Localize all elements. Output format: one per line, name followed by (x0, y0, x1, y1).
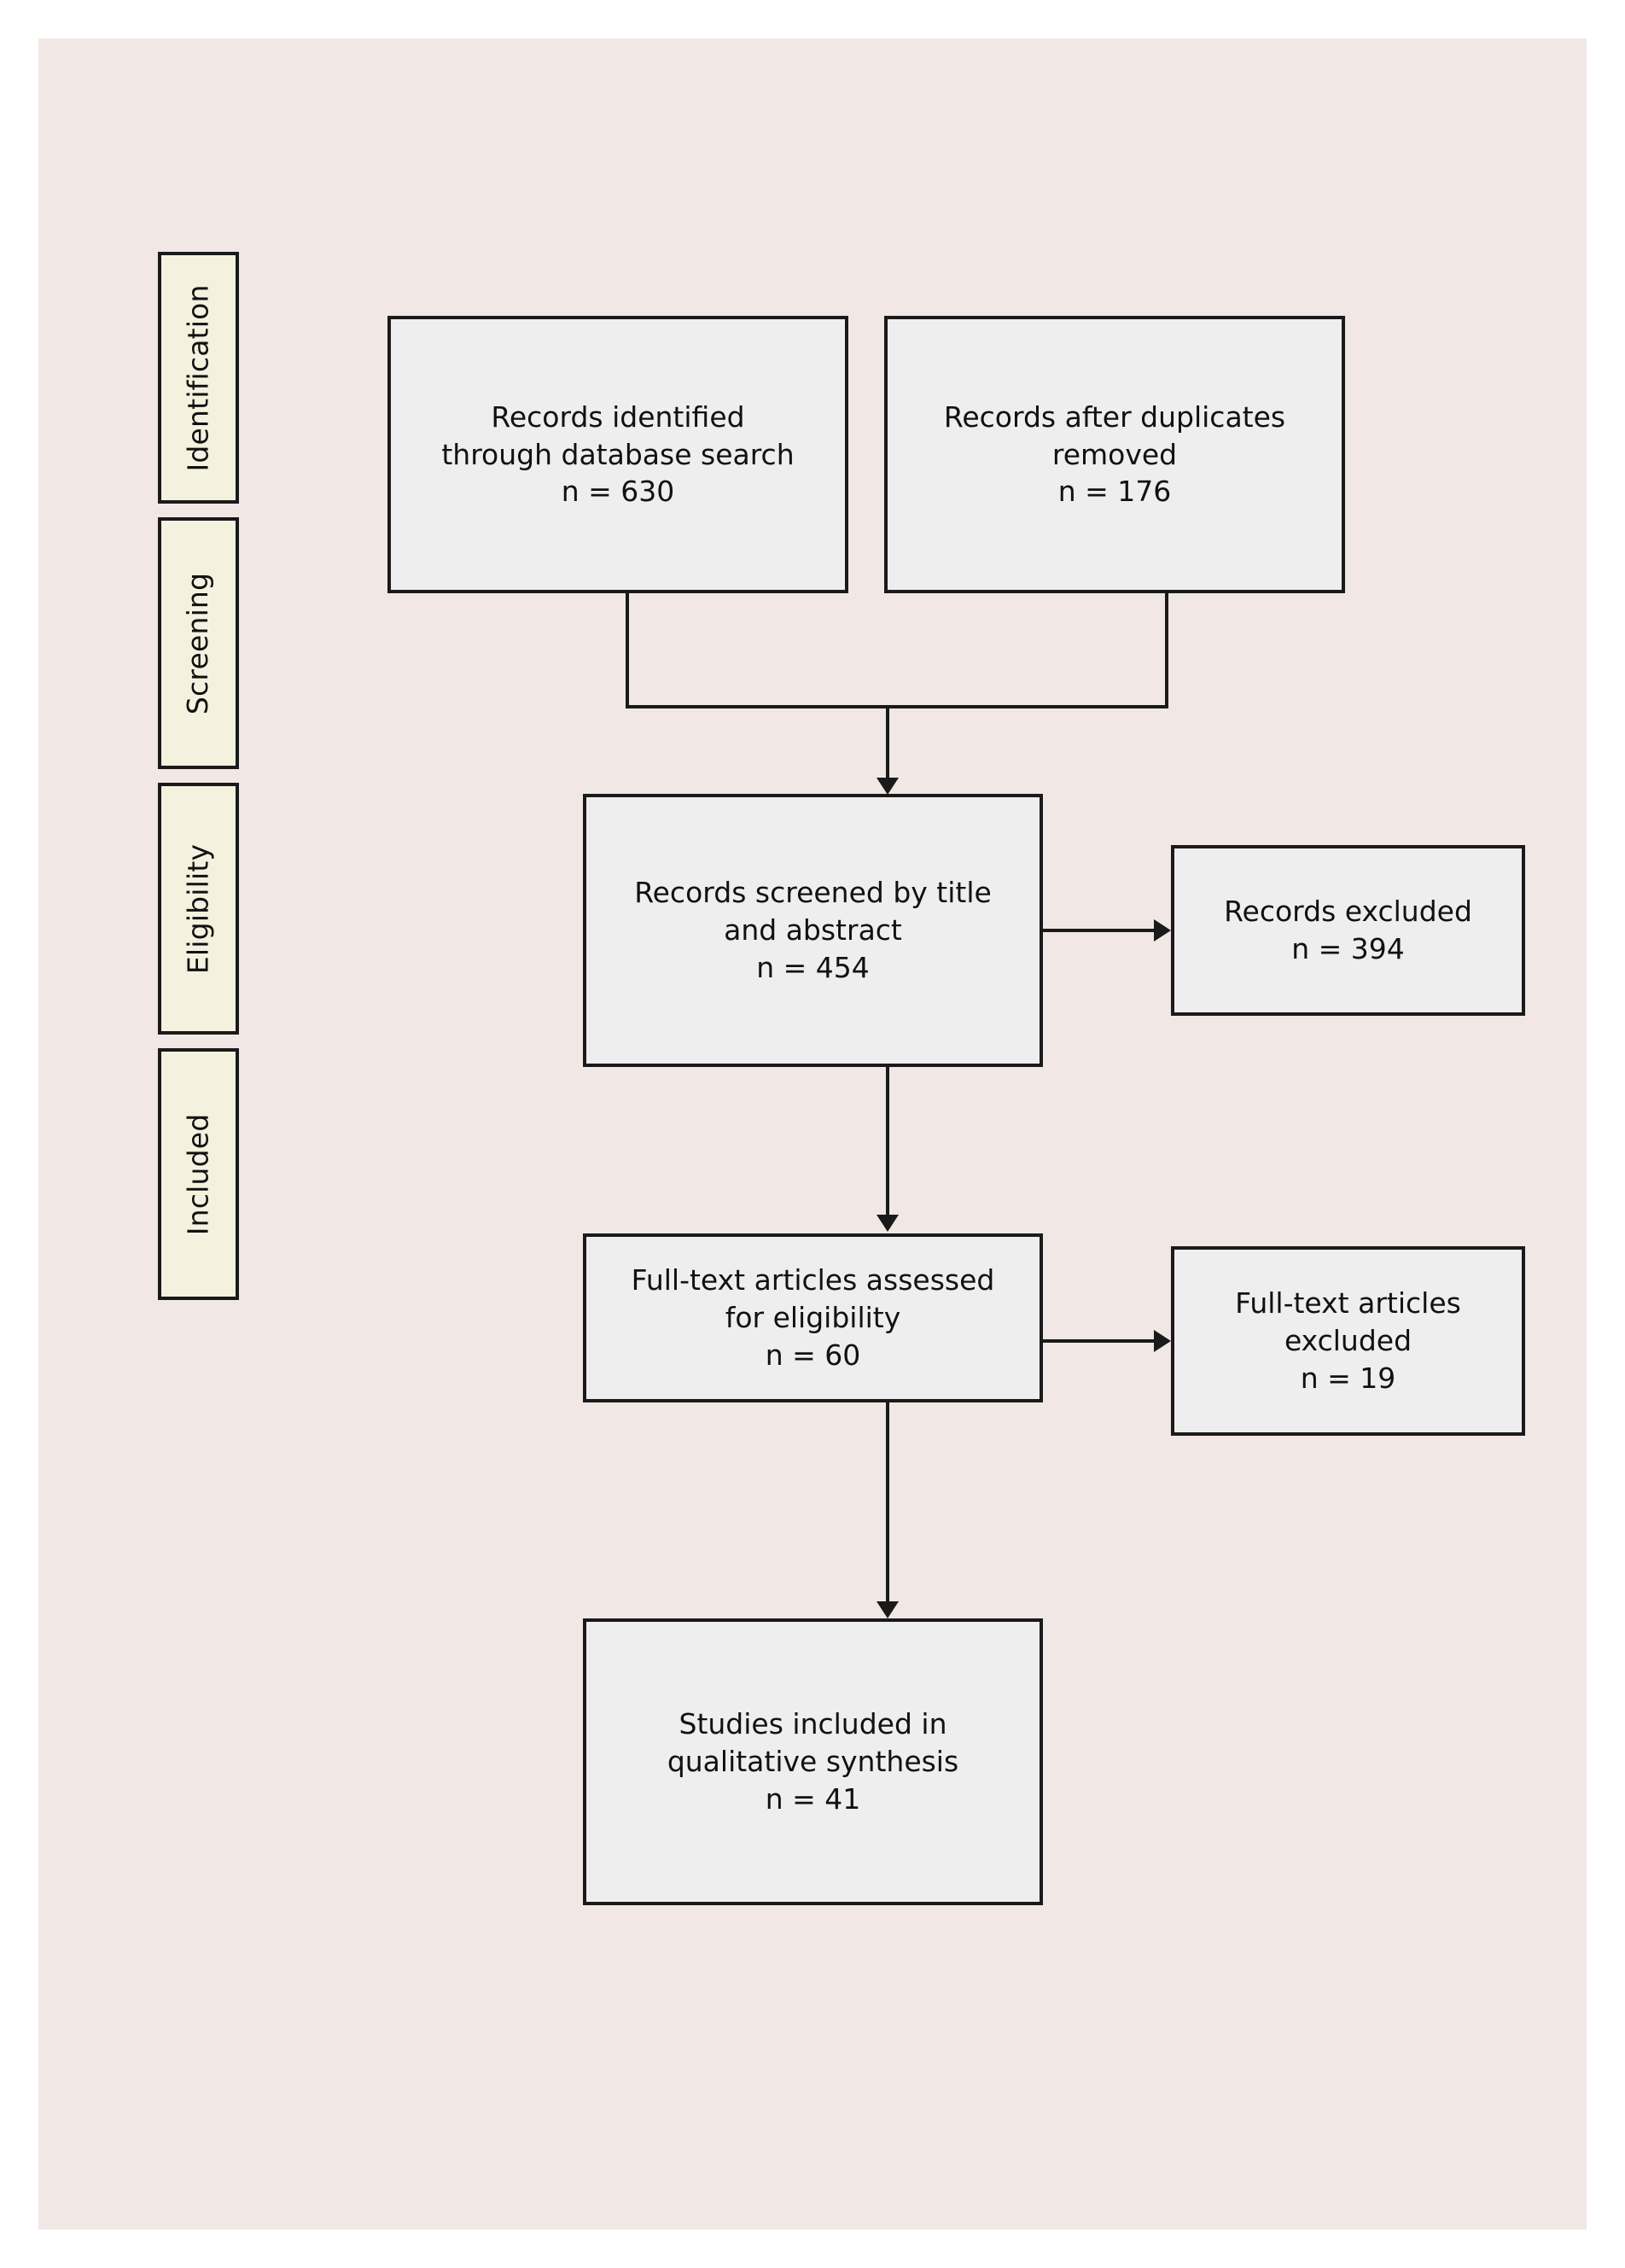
node-count: n = 630 (561, 475, 675, 509)
connector-screened-to-fulltext (886, 1067, 889, 1216)
arrowhead-to-screened (877, 778, 899, 795)
node-records-after-duplicates-text: Records after duplicates removed n = 176 (944, 399, 1285, 511)
diagram-canvas: Identification Screening Eligibility Inc… (38, 38, 1587, 2230)
node-count: n = 19 (1300, 1361, 1396, 1395)
node-count: n = 394 (1291, 932, 1405, 965)
connector-identified-drop (626, 593, 629, 708)
node-line: for eligibility (725, 1301, 901, 1335)
stage-label-screening: Screening (181, 572, 215, 714)
stage-box-eligibility[interactable]: Eligibility (158, 783, 239, 1035)
node-line: and abstract (724, 913, 902, 947)
node-records-excluded-text: Records excluded n = 394 (1224, 893, 1472, 968)
connector-fulltext-to-included (886, 1402, 889, 1603)
node-fulltext-assessed-text: Full-text articles assessed for eligibil… (632, 1262, 995, 1374)
node-line: qualitative synthesis (667, 1745, 959, 1779)
stage-box-identification[interactable]: Identification (158, 252, 239, 504)
node-line: Records after duplicates (943, 399, 1286, 434)
node-records-after-duplicates[interactable]: Records after duplicates removed n = 176 (884, 316, 1345, 593)
node-line: through database search (441, 437, 795, 471)
connector-fulltext-to-excluded (1043, 1339, 1156, 1343)
node-count: n = 41 (765, 1781, 861, 1816)
node-line: Records screened by title (634, 876, 992, 910)
node-count: n = 176 (1057, 475, 1172, 509)
node-fulltext-excluded[interactable]: Full-text articles excluded n = 19 (1171, 1246, 1525, 1436)
node-fulltext-excluded-text: Full-text articles excluded n = 19 (1235, 1285, 1461, 1397)
node-line: Records identified (491, 399, 745, 434)
node-line: Studies included in (679, 1707, 947, 1741)
arrowhead-to-fulltext (877, 1215, 899, 1232)
stage-label-identification: Identification (181, 283, 215, 472)
node-records-screened[interactable]: Records screened by title and abstract n… (583, 794, 1043, 1067)
arrowhead-to-included (877, 1601, 899, 1618)
node-count: n = 60 (765, 1338, 861, 1372)
node-records-identified[interactable]: Records identified through database sear… (387, 316, 848, 593)
node-records-excluded[interactable]: Records excluded n = 394 (1171, 845, 1525, 1016)
node-line: Full-text articles assessed (631, 1263, 995, 1297)
node-records-identified-text: Records identified through database sear… (441, 399, 794, 511)
stage-label-included: Included (181, 1113, 215, 1235)
connector-screened-to-excluded (1043, 929, 1156, 932)
node-studies-included-text: Studies included in qualitative synthesi… (667, 1705, 958, 1818)
arrowhead-to-fulltext-excluded (1154, 1330, 1171, 1352)
node-records-screened-text: Records screened by title and abstract n… (634, 874, 992, 987)
connector-merge-bar (626, 705, 1168, 708)
node-line: Records excluded (1224, 895, 1472, 929)
connector-duplicates-drop (1165, 593, 1168, 708)
node-line: removed (1051, 437, 1178, 471)
node-line: Full-text articles (1235, 1286, 1461, 1321)
node-line: excluded (1284, 1324, 1412, 1358)
node-count: n = 454 (756, 950, 870, 984)
arrowhead-to-records-excluded (1154, 919, 1171, 942)
stage-label-eligibility: Eligibility (181, 843, 215, 974)
stage-box-included[interactable]: Included (158, 1048, 239, 1300)
node-fulltext-assessed[interactable]: Full-text articles assessed for eligibil… (583, 1233, 1043, 1402)
connector-merge-to-screened (886, 705, 889, 786)
stage-box-screening[interactable]: Screening (158, 517, 239, 769)
node-studies-included[interactable]: Studies included in qualitative synthesi… (583, 1618, 1043, 1905)
